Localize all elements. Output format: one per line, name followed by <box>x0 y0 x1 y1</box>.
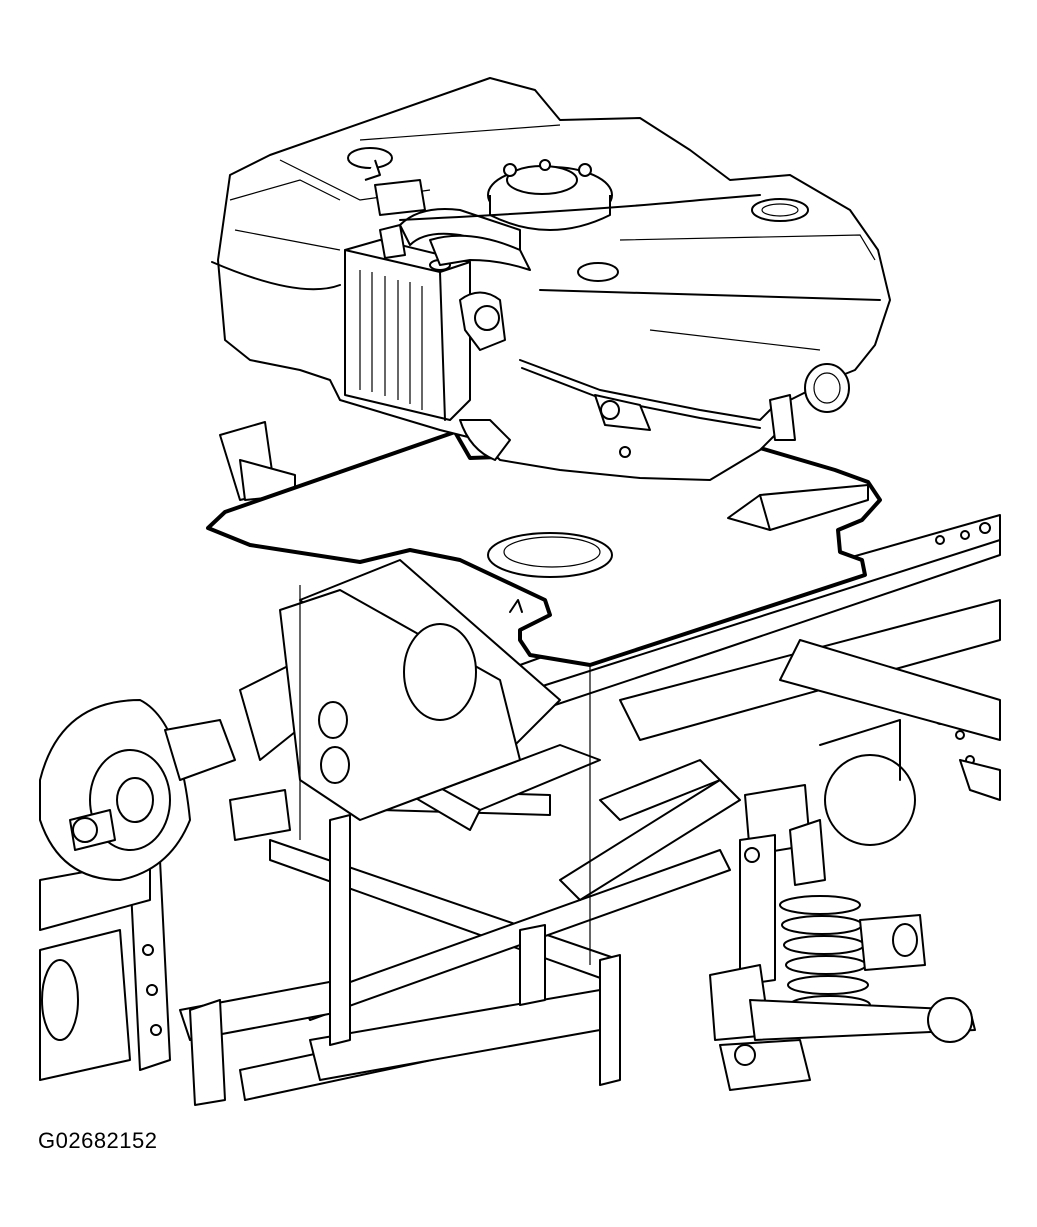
front-suspension <box>709 719 976 1091</box>
left-wheel-hub <box>39 699 291 881</box>
skid-plate <box>206 430 882 667</box>
figure-id-label: G02682152 <box>38 1128 158 1153</box>
fuel-tank-assembly <box>211 77 891 481</box>
tank-strap-fitting <box>804 363 850 413</box>
skid-plate-drain-opening <box>487 532 613 578</box>
vehicle-frame <box>39 421 1001 1106</box>
evap-canister <box>344 224 471 421</box>
filler-cap <box>347 147 393 169</box>
